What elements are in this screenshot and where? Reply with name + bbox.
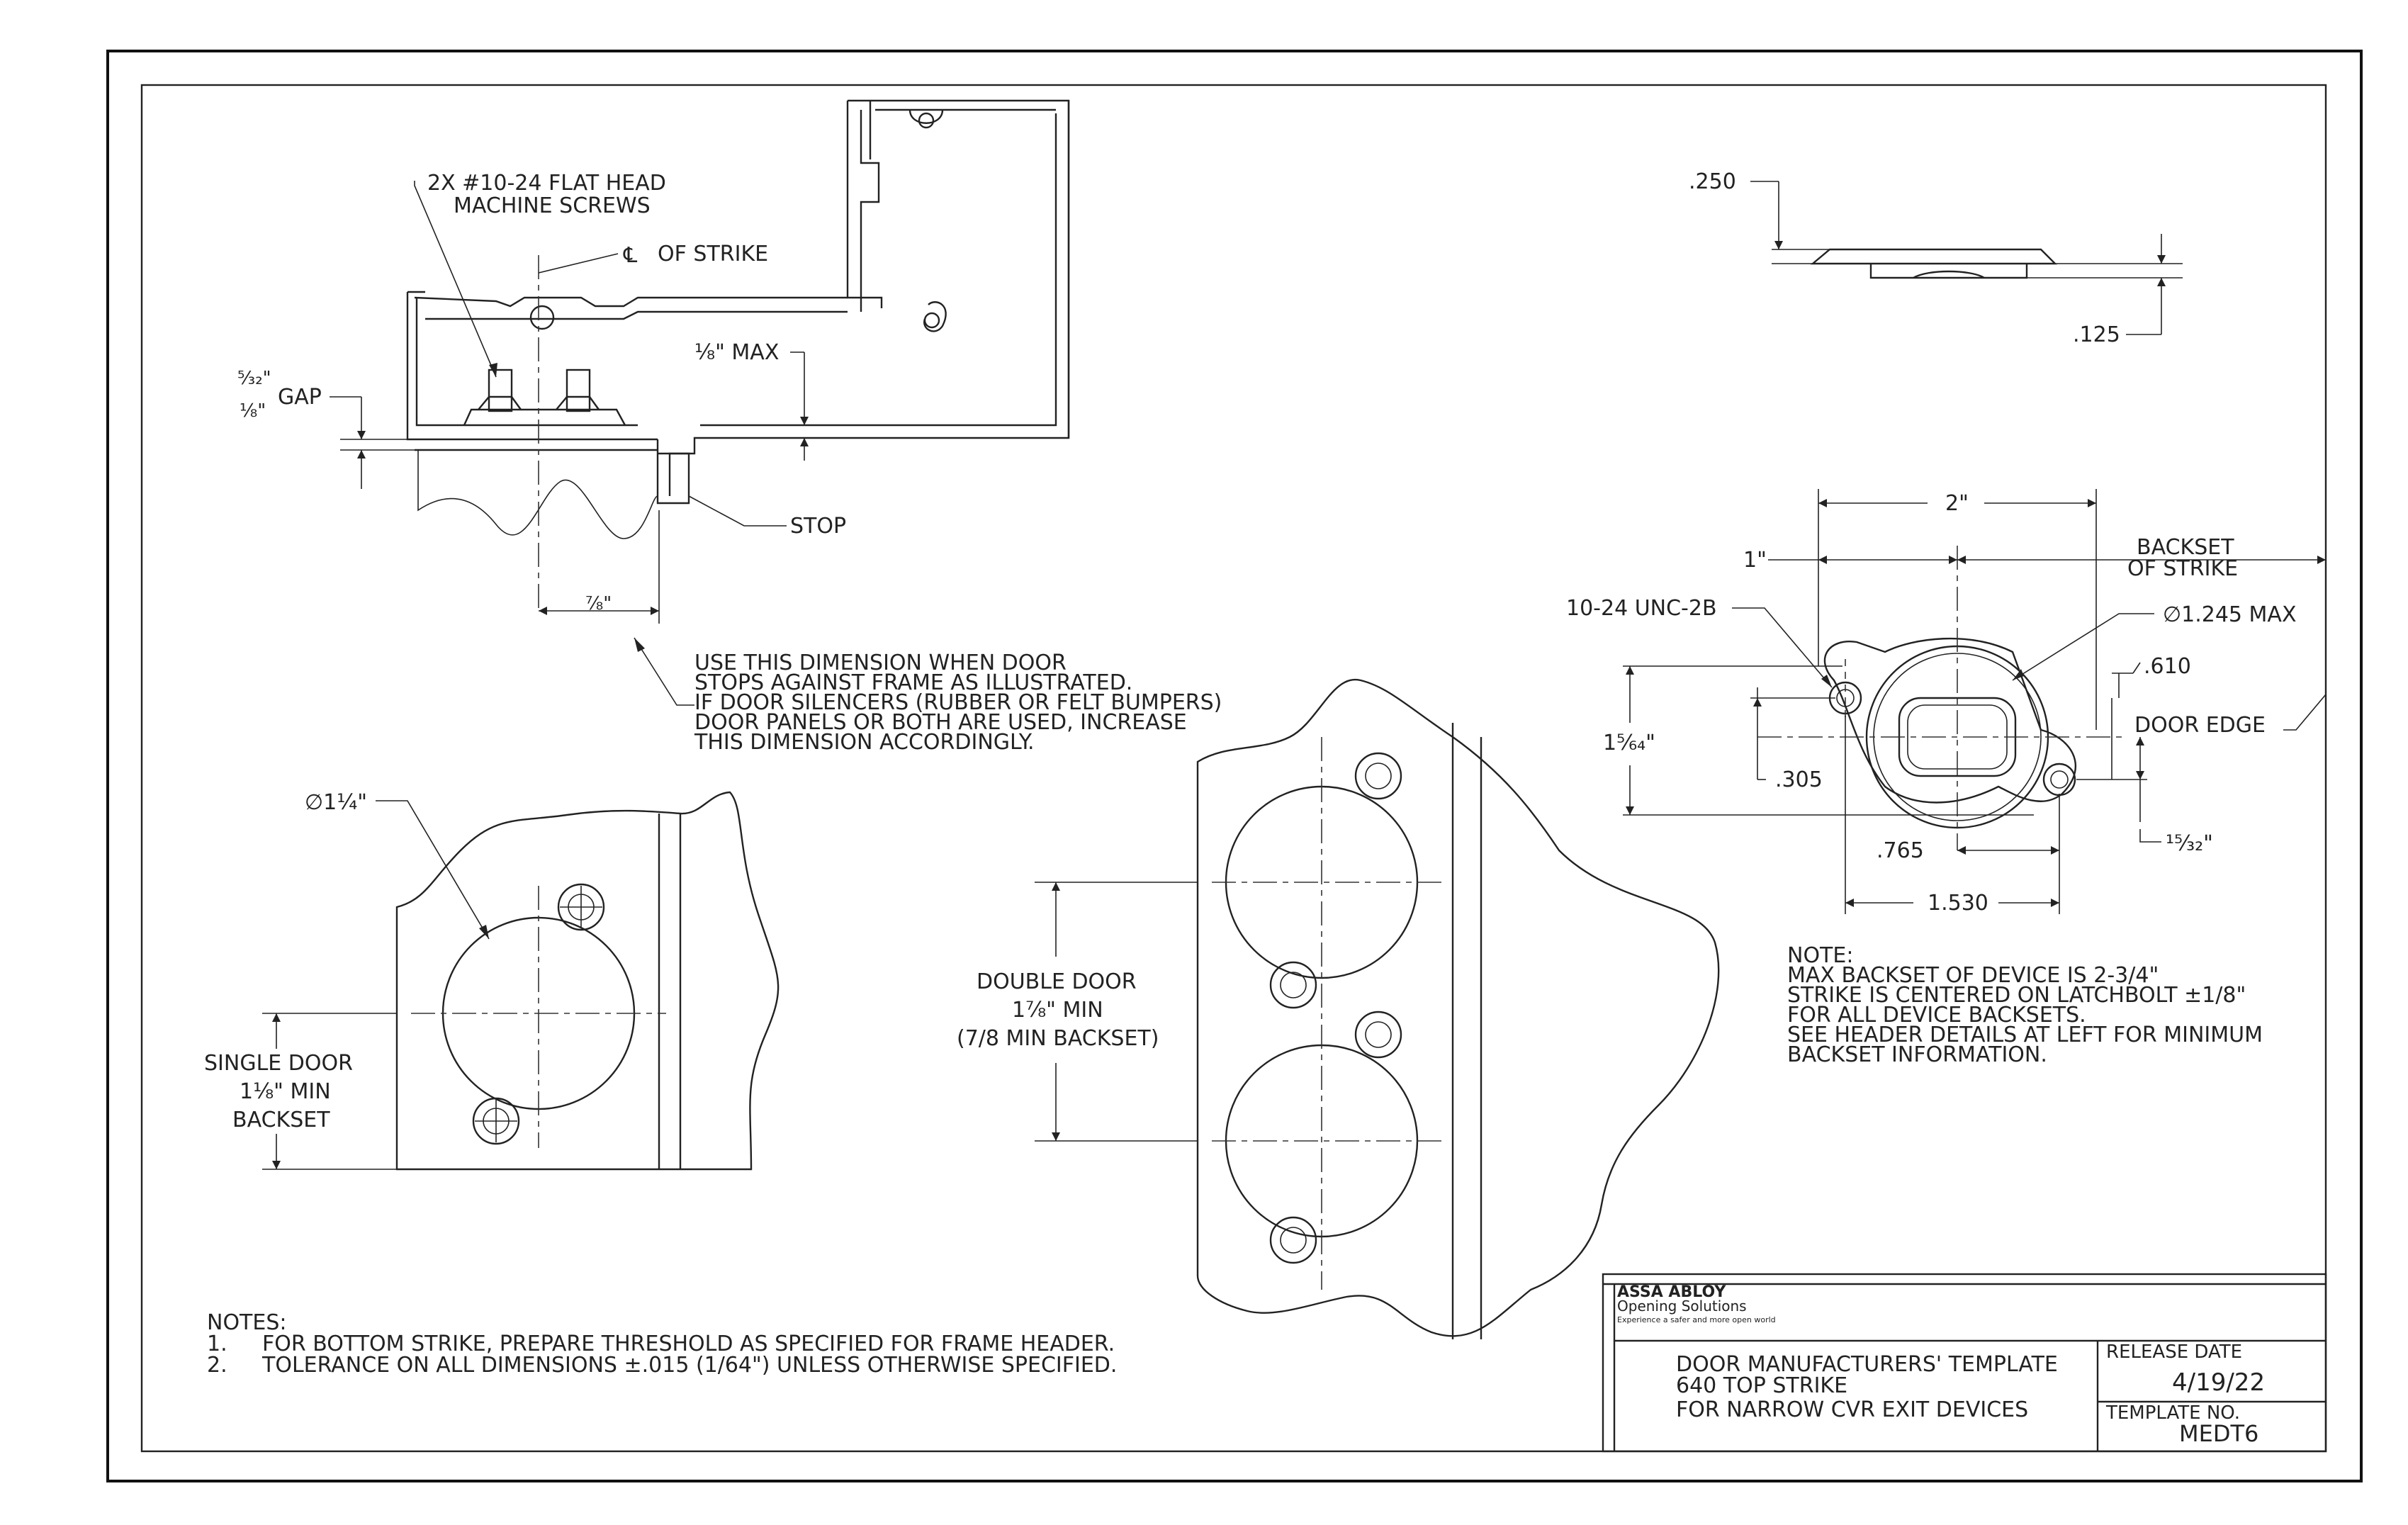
plan-note-2: STRIKE IS CENTERED ON LATCHBOLT ±1/8" [1787,983,2246,1008]
plan-thread: 10-24 UNC-2B [1566,596,1717,621]
outer-border [106,50,2363,1482]
plan-backset-1: BACKSET [2137,535,2234,560]
double-door-label-3: (7/8 MIN BACKSET) [957,1026,1159,1051]
note-2-text: TOLERANCE ON ALL DIMENSIONS ±.015 (1/64"… [261,1353,1117,1378]
plan-note-3: FOR ALL DEVICE BACKSETS. [1787,1003,2086,1028]
double-door-detail [1035,678,1720,1339]
gap-bot: ⅛" [240,400,266,422]
use-note-2: STOPS AGAINST FRAME AS ILLUSTRATED. [694,670,1132,695]
notes-title: NOTES: [207,1310,287,1335]
double-door-label-2: 1⅞" MIN [1012,998,1103,1023]
plan-d765: .765 [1877,838,1924,863]
plan-d15-32: ¹⁵⁄₃₂" [2166,831,2213,856]
title-line-1: DOOR MANUFACTURERS' TEMPLATE [1676,1352,2058,1377]
release-date-label: RELEASE DATE [2106,1341,2242,1363]
plan-dia-max: ∅1.245 MAX [2163,602,2297,627]
single-door-dia: ∅1¼" [305,790,367,815]
plan-note-4: SEE HEADER DETAILS AT LEFT FOR MINIMUM [1787,1023,2263,1047]
use-note-3: IF DOOR SILENCERS (RUBBER OR FELT BUMPER… [694,690,1222,715]
note-2-num: 2. [207,1353,227,1378]
profile-d125: .125 [2073,322,2120,347]
plan-d305: .305 [1775,767,1823,792]
plan-note-5: BACKSET INFORMATION. [1787,1042,2047,1067]
cl-label: OF STRIKE [658,242,768,266]
single-door-label-2: 1⅛" MIN [240,1079,331,1104]
stop-label: STOP [790,514,846,539]
title-line-2: 640 TOP STRIKE [1676,1373,1847,1398]
logo-subtitle: Opening Solutions [1617,1298,1747,1315]
profile-d250: .250 [1689,169,1736,194]
plan-height: 1⁵⁄₆₄" [1603,731,1655,755]
cl-symbol: ℄ [623,243,637,268]
template-no-value: MEDT6 [2179,1420,2258,1447]
use-note-5: THIS DIMENSION ACCORDINGLY. [694,730,1035,755]
plan-door-edge: DOOR EDGE [2134,713,2266,738]
header-section-detail [330,99,1070,706]
plan-d1530: 1.530 [1928,891,1988,916]
template-no-label: TEMPLATE NO. [2105,1402,2240,1424]
plan-backset-2: OF STRIKE [2127,556,2238,581]
inner-border [140,84,2327,1453]
plan-note-title: NOTE: [1787,943,1853,968]
strike-plan-view [1623,489,2327,914]
gap-label: GAP [278,385,322,410]
use-note-4: DOOR PANELS OR BOTH ARE USED, INCREASE [694,710,1187,735]
screws-label-2: MACHINE SCREWS [454,193,651,218]
plan-one: 1" [1743,548,1767,573]
release-date-value: 4/19/22 [2172,1368,2265,1397]
title-line-3: FOR NARROW CVR EXIT DEVICES [1676,1397,2028,1422]
single-door-label-1: SINGLE DOOR [204,1051,353,1076]
seven-eighths-label: ⅞" [585,593,612,614]
gap-top: ⁵⁄₃₂" [237,368,271,389]
logo-tagline: Experience a safer and more open world [1617,1315,1776,1324]
use-note-1: USE THIS DIMENSION WHEN DOOR [694,651,1067,675]
logo-assa-abloy: ASSA ABLOY [1617,1283,1726,1301]
single-door-detail [262,791,780,1171]
plan-d610: .610 [2144,654,2191,679]
note-1-text: FOR BOTTOM STRIKE, PREPARE THRESHOLD AS … [262,1332,1115,1356]
plan-note-1: MAX BACKSET OF DEVICE IS 2-3/4" [1787,963,2159,988]
note-1-num: 1. [207,1332,227,1356]
single-door-label-3: BACKSET [232,1108,330,1132]
screws-label-1: 2X #10-24 FLAT HEAD [427,171,666,196]
max-eighth-label: ⅛" MAX [694,340,779,365]
strike-profile-view [1750,181,2183,335]
double-door-label-1: DOUBLE DOOR [977,969,1137,994]
plan-two: 2" [1945,491,1969,516]
title-block [1602,1273,2327,1453]
